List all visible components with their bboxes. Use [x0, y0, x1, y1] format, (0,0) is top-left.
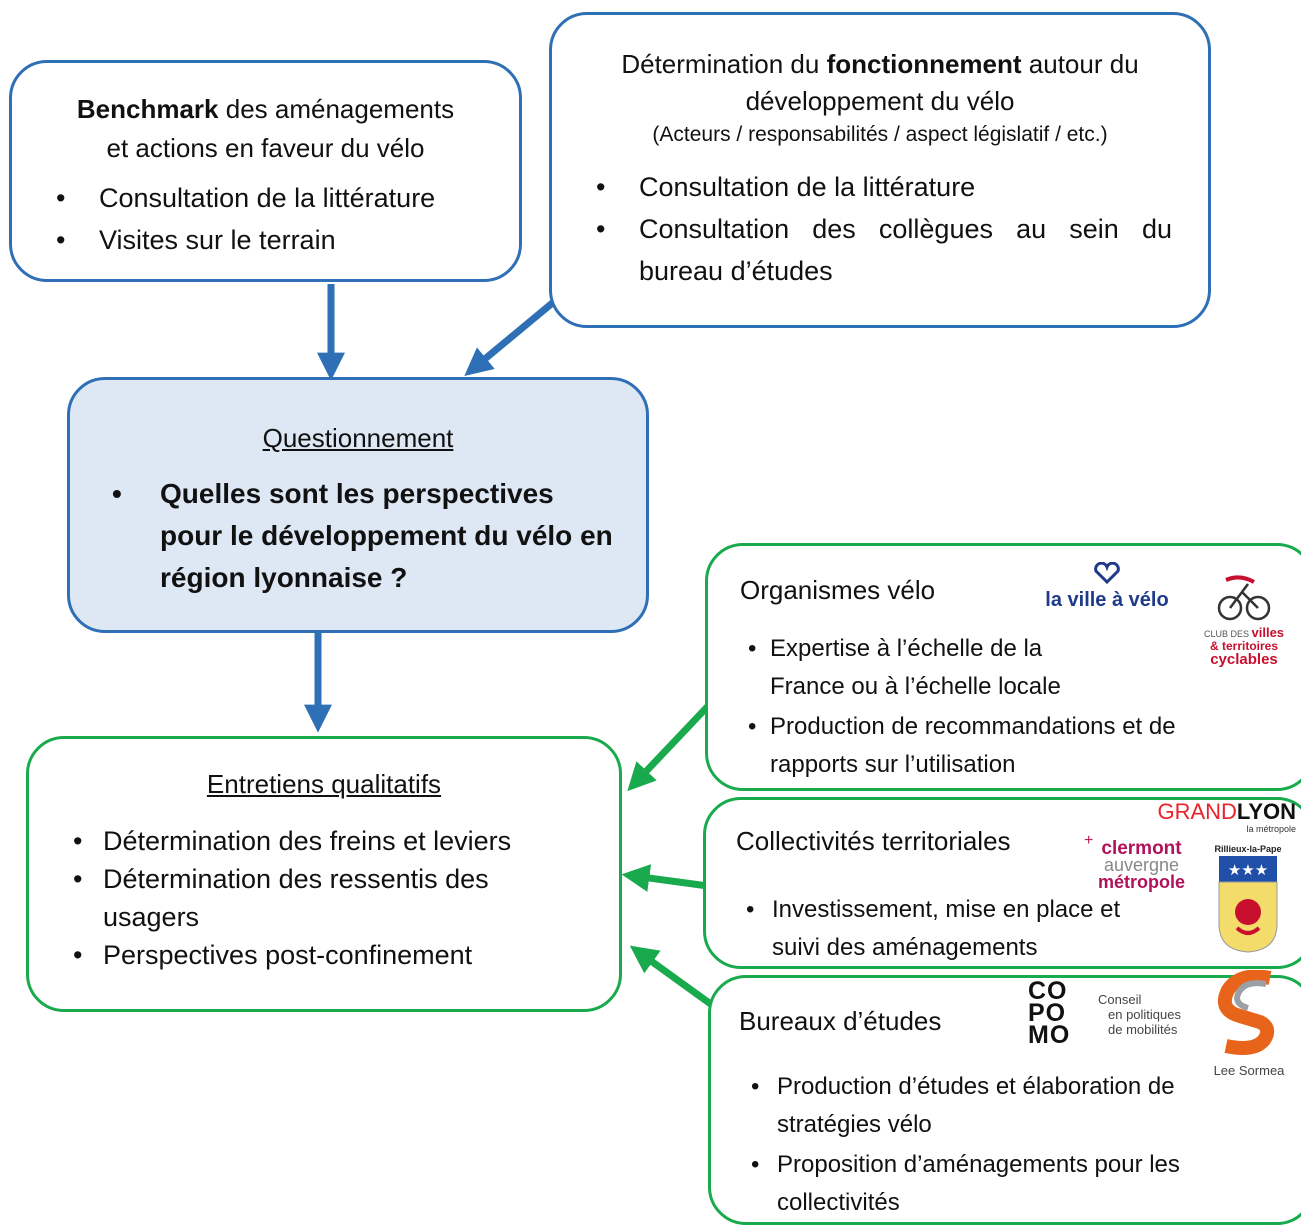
fonctionnement-subtitle: (Acteurs / responsabilités / aspect légi…	[652, 123, 1108, 146]
club-villes-cyclables-logo: CLUB DES villes & territoires cyclables	[1198, 572, 1290, 667]
list-item: Production d’études et élaboration de st…	[711, 1068, 1271, 1144]
coat-of-arms-icon: ★★★	[1218, 856, 1278, 953]
arrow-organismes-to-entretiens	[627, 702, 712, 792]
svg-text:★★★: ★★★	[1228, 861, 1268, 879]
bureaux-list: Production d’études et élaboration de st…	[711, 1068, 1271, 1222]
cyclist-icon	[1217, 575, 1271, 621]
benchmark-heading-line2: et actions en faveur du vélo	[106, 133, 425, 163]
organismes-title: Organismes vélo	[740, 575, 936, 605]
benchmark-box: Benchmark des aménagements et actions en…	[9, 60, 522, 282]
benchmark-list: Consultation de la littérature Visites s…	[12, 177, 519, 261]
la-ville-a-velo-logo: la ville à vélo	[1026, 561, 1188, 611]
fonctionnement-heading: Détermination du fonctionnement autour d…	[621, 49, 1139, 79]
copomo-logo: CO PO MO Conseil en politiques de mobili…	[1028, 977, 1181, 1049]
question-item: • Quelles sont les perspectives pour le …	[112, 478, 613, 593]
list-item: Expertise à l’échelle de la France ou à …	[708, 630, 1268, 706]
rillieux-la-pape-logo: Rillieux-la-Pape ★★★	[1212, 844, 1284, 959]
list-item: Consultation des collègues au sein du bu…	[552, 208, 1208, 292]
list-item: Consultation de la littérature	[12, 177, 519, 219]
lee-sormea-logo: Lee Sormea	[1203, 969, 1295, 1078]
organismes-list: Expertise à l’échelle de la France ou à …	[708, 630, 1268, 784]
list-item: Détermination des freins et leviers	[29, 822, 619, 860]
list-item: Visites sur le terrain	[12, 219, 519, 261]
bureaux-box: Bureaux d’études Production d’études et …	[708, 969, 1301, 1225]
collectivites-title: Collectivités territoriales	[736, 826, 1011, 856]
list-item: Investissement, mise en place et suivi d…	[706, 891, 1176, 967]
lee-sormea-icon	[1218, 969, 1275, 1055]
grand-lyon-logo: GRANDLYON la métropole	[1157, 799, 1296, 834]
arrow-fonctionnement-to-question	[464, 297, 559, 377]
list-item: Consultation de la littérature	[552, 166, 1208, 208]
fonctionnement-list: Consultation de la littérature Consultat…	[552, 166, 1208, 292]
heart-icon	[1094, 561, 1120, 585]
list-item: Production de recommandations et de rapp…	[708, 708, 1268, 784]
clermont-auvergne-logo: + clermont auvergne métropole	[1084, 832, 1185, 892]
entretiens-box: Entretiens qualitatifs Détermination des…	[26, 736, 622, 1012]
collectivites-box: Collectivités territoriales Investisseme…	[703, 797, 1301, 969]
list-item: Proposition d’aménagements pour les coll…	[711, 1146, 1271, 1222]
fonctionnement-box: Détermination du fonctionnement autour d…	[549, 12, 1211, 328]
arrow-collectivites-to-entretiens	[621, 864, 709, 892]
benchmark-heading: Benchmark des aménagements	[76, 94, 455, 124]
arrow-bureaux-to-entretiens	[629, 945, 715, 1008]
list-item: Détermination des ressentis des usagers	[29, 860, 619, 936]
questionnement-list: • Quelles sont les perspectives pour le …	[70, 473, 646, 599]
list-item: Perspectives post-confinement	[29, 936, 619, 974]
questionnement-title: Questionnement	[262, 423, 454, 453]
entretiens-title: Entretiens qualitatifs	[206, 769, 442, 799]
fonctionnement-heading-line2: développement du vélo	[745, 86, 1015, 116]
entretiens-list: Détermination des freins et leviers Déte…	[29, 822, 619, 974]
organismes-box: Organismes vélo Expertise à l’échelle de…	[705, 543, 1301, 791]
collectivites-list: Investissement, mise en place et suivi d…	[706, 891, 1176, 967]
bureaux-title: Bureaux d’études	[739, 1006, 942, 1036]
questionnement-box: Questionnement • Quelles sont les perspe…	[67, 377, 649, 633]
